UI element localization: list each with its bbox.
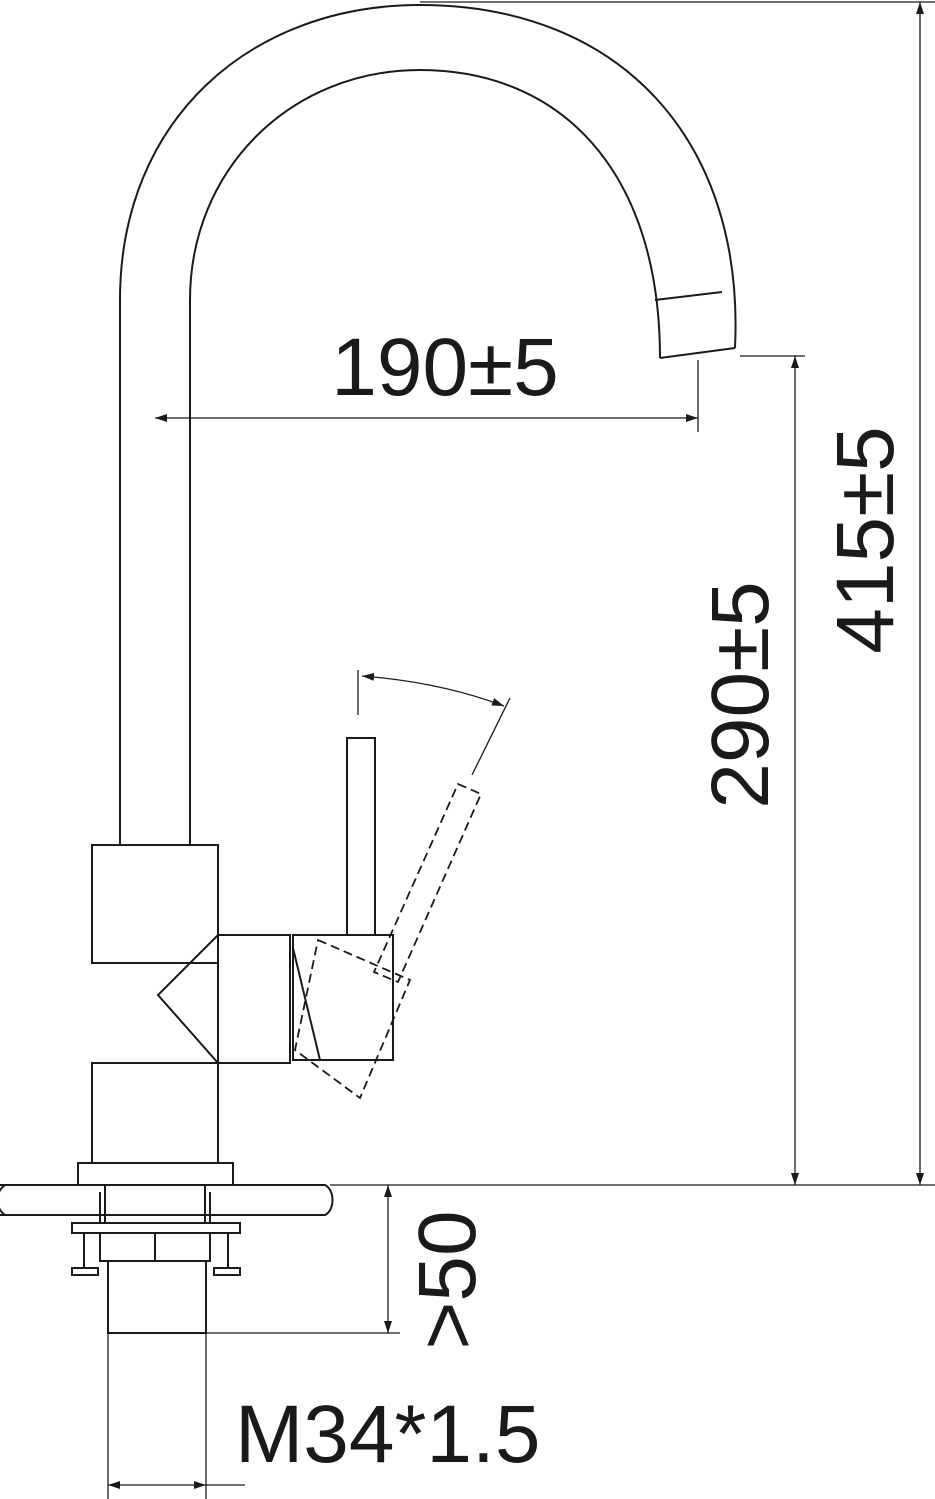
dim-label-spout-height: 290±5 [695,581,786,808]
dim-spout-height: 290±5 [695,355,805,1185]
dim-thickness: >50 [206,1185,493,1350]
angle-indicator [357,670,511,776]
dim-total-height: 415±5 [330,1,935,1186]
dim-label-thread: M34*1.5 [235,1389,540,1480]
handle-dashed [294,782,483,1100]
countertop [0,1184,334,1216]
dim-spout-reach: 190±5 [155,322,699,432]
dim-label-thickness: >50 [402,1210,493,1349]
faucet-body [77,844,291,1186]
spout [119,3,737,845]
mounting-hardware [71,1184,241,1334]
dim-thread: M34*1.5 [107,1333,540,1499]
dim-label-total-height: 415±5 [820,426,911,653]
handle-solid [292,737,394,1061]
dim-label-spout-reach: 190±5 [331,322,558,413]
